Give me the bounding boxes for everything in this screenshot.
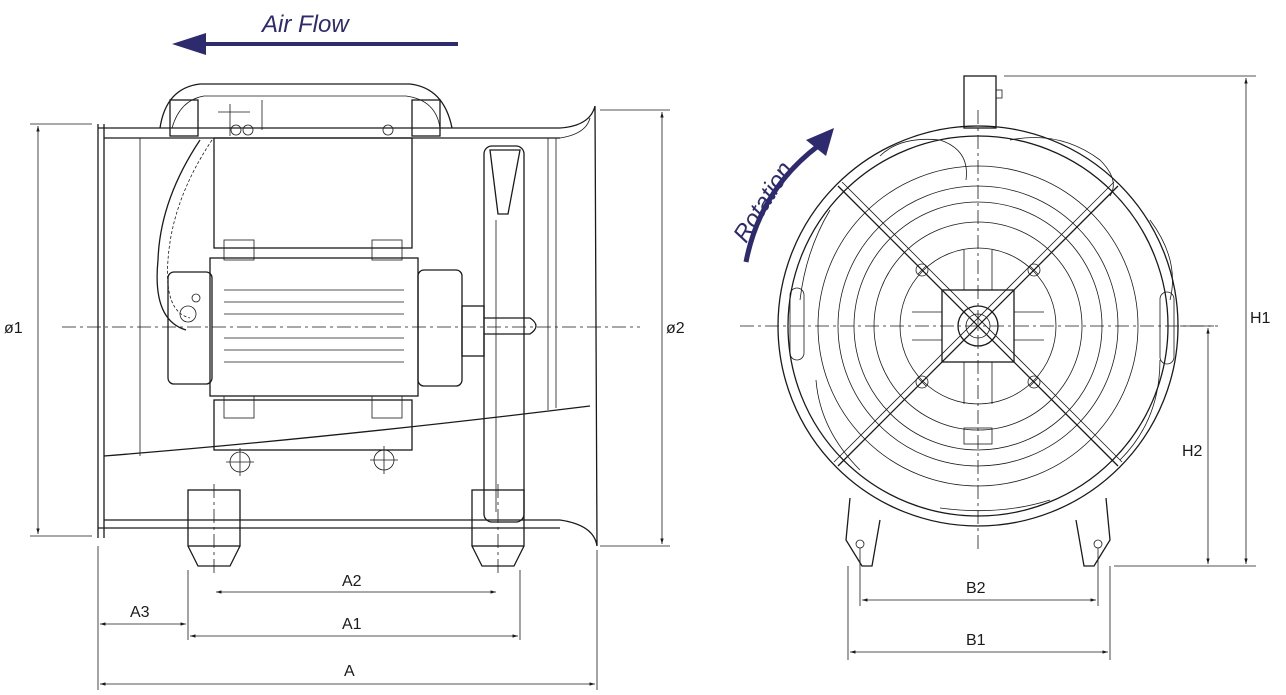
dim-label-a2: A2: [342, 573, 362, 590]
motor: [167, 239, 485, 419]
front-foot-left: [845, 497, 881, 567]
dim-label-a1: A1: [342, 616, 362, 633]
dim-diameter-1: [30, 123, 92, 537]
air-flow-arrow: [172, 33, 458, 55]
dim-label-h2: H2: [1182, 443, 1203, 460]
air-flow-label: Air Flow: [260, 11, 350, 38]
dim-label-a: A: [344, 663, 355, 680]
front-foot-right: [1075, 497, 1111, 567]
dim-diameter-2: [600, 109, 670, 547]
dim-height-1: [1004, 75, 1256, 567]
dim-label-phi1: ø1: [4, 320, 23, 337]
rotation-arrow: [743, 144, 820, 263]
dim-label-b2: B2: [966, 580, 986, 597]
dim-label-h1: H1: [1250, 310, 1271, 327]
side-view: Air Flow: [4, 11, 685, 690]
front-view: Rotation: [728, 75, 1271, 660]
top-lug: [963, 75, 997, 129]
mount-bolts: [915, 263, 1041, 389]
dim-label-b1: B1: [966, 632, 986, 649]
motor-bracket: [213, 137, 413, 249]
dim-label-a3: A3: [130, 604, 150, 621]
rotation-label: Rotation: [728, 157, 798, 247]
shaft: [484, 317, 537, 335]
guard-wire-loops: [789, 137, 1175, 512]
dim-height-2: [1180, 325, 1214, 564]
dim-label-phi2: ø2: [666, 320, 685, 337]
impeller: [483, 145, 525, 523]
fan-casing: [97, 105, 598, 547]
junction-box: [159, 83, 453, 137]
